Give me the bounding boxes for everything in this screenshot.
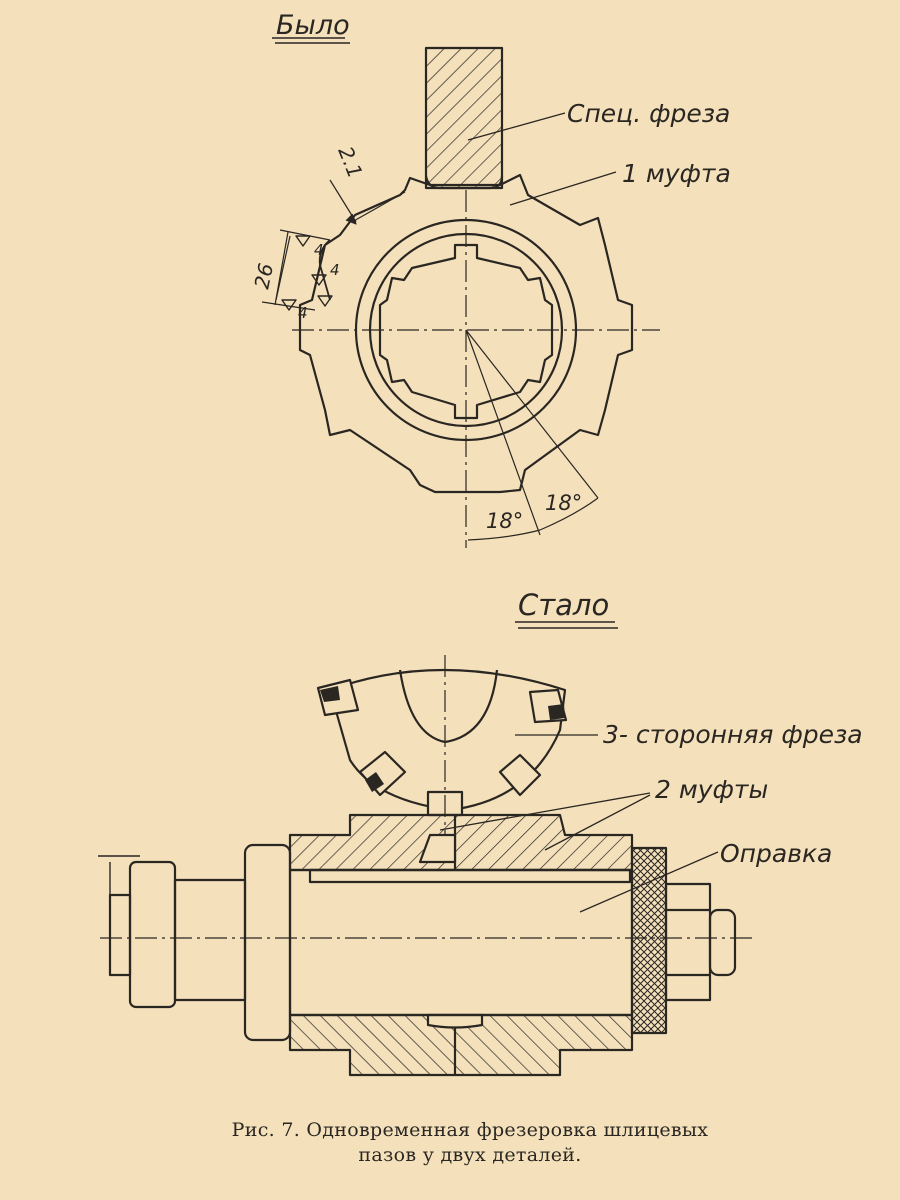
caption-line-1: Рис. 7. Одновременная фрезеровка шлицевы…	[231, 1119, 709, 1141]
after-title: Стало	[518, 588, 609, 622]
width-dimension: 26	[249, 261, 278, 291]
three-sided-cutter	[316, 668, 568, 817]
before-title: Было	[276, 10, 350, 41]
mandrel	[98, 843, 737, 1042]
two-couplings-label: 2 муфты	[655, 775, 768, 804]
caption-line-2: пазов у двух деталей.	[358, 1144, 582, 1166]
before-drawing	[261, 37, 660, 548]
special-cutter	[424, 46, 504, 190]
mandrel-label: Оправка	[720, 839, 832, 868]
two-couplings	[288, 813, 634, 1077]
after-drawing	[98, 621, 755, 1077]
coupling-label: 1 муфта	[622, 159, 731, 188]
angle-label-1: 18°	[486, 509, 523, 533]
roughness-value-1: 4	[314, 241, 324, 259]
angle-label-2: 18°	[545, 491, 582, 515]
figure-caption: Рис. 7. Одновременная фрезеровка шлицевы…	[150, 1118, 790, 1168]
roughness-value-3: 4	[298, 304, 308, 322]
roughness-value-2: 4	[330, 261, 340, 279]
chamfer-dimension: 2.1	[333, 143, 367, 181]
special-cutter-label: Спец. фреза	[567, 99, 730, 128]
three-sided-cutter-label: 3- сторонняя фреза	[603, 720, 863, 749]
splined-bore	[378, 243, 554, 420]
coupling-outline	[298, 173, 634, 494]
